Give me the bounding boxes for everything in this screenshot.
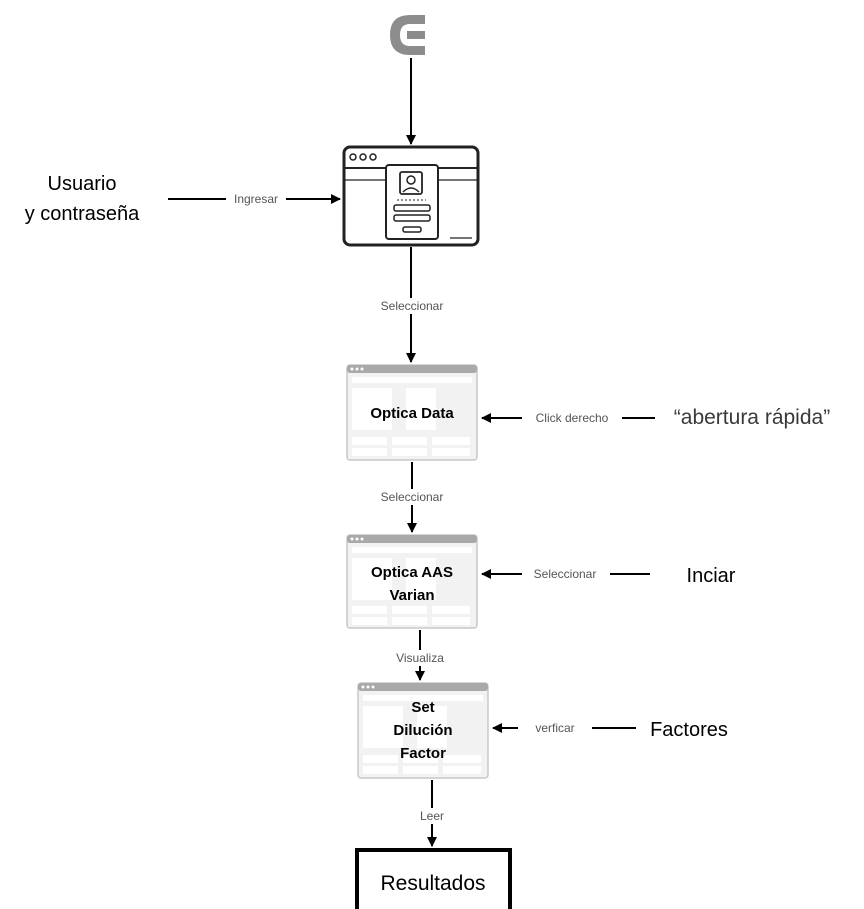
window-set-dilucion [357, 682, 489, 779]
c-logo-icon [390, 15, 425, 55]
edge-label-verficar: verficar [535, 721, 574, 735]
login-window-icon [342, 145, 480, 247]
edge-label-seleccionar-1: Seleccionar [381, 299, 444, 313]
results-label: Resultados [380, 872, 485, 895]
quick-open-label: “abertura rápida” [674, 406, 830, 429]
start-label: Inciar [687, 565, 736, 587]
window-title-optica-aas-line2: Varian [389, 587, 434, 604]
window-title-set-line2: Dilución [393, 722, 452, 739]
window-title-optica-aas-line1: Optica AAS [371, 564, 453, 581]
credentials-label-line2: y contraseña [25, 203, 140, 225]
factors-label: Factores [650, 719, 728, 741]
results-box [355, 848, 512, 909]
credentials-label-line1: Usuario [48, 173, 117, 195]
edge-label-seleccionar-3: Seleccionar [534, 567, 597, 581]
edge-label-seleccionar-2: Seleccionar [381, 490, 444, 504]
window-optica-data [346, 364, 478, 461]
edge-label-ingresar: Ingresar [234, 192, 278, 206]
window-title-optica-data: Optica Data [370, 405, 454, 422]
window-optica-aas [346, 534, 478, 629]
window-title-set-line1: Set [411, 699, 434, 716]
edge-label-visualiza: Visualiza [396, 651, 444, 665]
edge-label-leer: Leer [420, 809, 444, 823]
edge-label-click-derecho: Click derecho [536, 411, 609, 425]
window-title-set-line3: Factor [400, 745, 446, 762]
